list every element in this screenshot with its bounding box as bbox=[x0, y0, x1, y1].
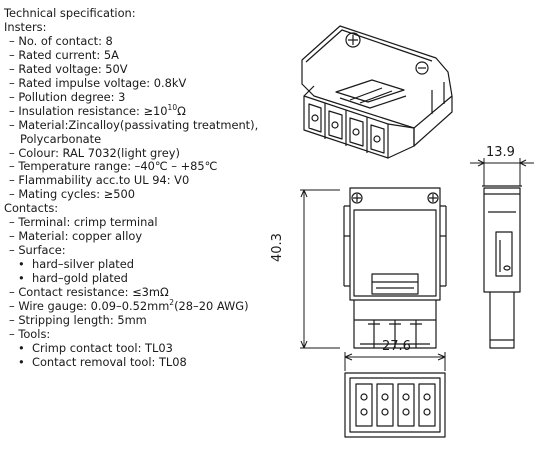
spec-title: Technical specification: bbox=[4, 6, 136, 20]
side-view bbox=[482, 185, 522, 349]
spec-item-text: – Terminal: crimp terminal bbox=[9, 215, 158, 230]
inserts-heading: Insters: bbox=[4, 19, 47, 34]
spec-item: – Flammability acc.to UL 94: V0 bbox=[4, 173, 286, 188]
spec-item-text: – Stripping length: 5mm bbox=[9, 312, 147, 327]
spec-item-superscript: 10 bbox=[167, 102, 178, 112]
specification-text: Technical specification: Insters: – No. … bbox=[4, 6, 286, 370]
spec-item: – Material:Zincalloy(passivating treatme… bbox=[4, 117, 286, 147]
bottom-view bbox=[344, 372, 446, 438]
spec-item: – No. of contact: 8 bbox=[4, 33, 286, 49]
spec-item-text: Contact removal tool: TL08 bbox=[32, 354, 187, 369]
spec-item: – Insulation resistance: ≥1010Ω bbox=[4, 102, 286, 119]
spec-item-text: hard–gold plated bbox=[32, 271, 128, 286]
contacts-list: – Terminal: crimp terminal– Material: co… bbox=[4, 215, 286, 370]
spec-item-text: – Insulation resistance: ≥10 bbox=[9, 103, 168, 118]
spec-item-text: – Surface: bbox=[9, 243, 66, 258]
spec-item-text: – Material:Zincalloy(passivating treatme… bbox=[9, 117, 259, 146]
front-view bbox=[343, 187, 447, 349]
spec-item: – Tools: bbox=[4, 326, 286, 342]
spec-item-text: – Pollution degree: 3 bbox=[9, 89, 126, 104]
dimension-depth: 13.9 bbox=[486, 145, 515, 160]
spec-item: – Surface: bbox=[4, 243, 286, 258]
spec-item: – Rated voltage: 50V bbox=[4, 61, 286, 77]
spec-item-text: – Tools: bbox=[9, 326, 51, 341]
spec-item: – Rated impulse voltage: 0.8kV bbox=[4, 75, 286, 91]
spec-item-text: Crimp contact tool: TL03 bbox=[32, 340, 173, 355]
spec-item: – Rated current: 5A bbox=[4, 47, 286, 63]
spec-item-text: – Wire gauge: 0.09–0.52mm bbox=[9, 299, 170, 314]
spec-item-text: – Contact resistance: ≤3mΩ bbox=[9, 285, 169, 300]
contacts-heading: Contacts: bbox=[4, 201, 59, 216]
inserts-list: – No. of contact: 8– Rated current: 5A– … bbox=[4, 33, 286, 202]
spec-item-text: – Rated impulse voltage: 0.8kV bbox=[9, 75, 187, 90]
spec-item-text: – Material: copper alloy bbox=[9, 229, 143, 244]
spec-item-text: – Temperature range: –40℃ – +85℃ bbox=[9, 159, 218, 174]
spec-item-text: – Rated voltage: 50V bbox=[9, 61, 128, 76]
spec-item-text: – No. of contact: 8 bbox=[9, 33, 113, 48]
spec-subitem: Crimp contact tool: TL03 bbox=[4, 340, 286, 356]
isometric-connector-view bbox=[301, 25, 453, 159]
spec-subitem: hard–gold plated bbox=[4, 271, 286, 286]
spec-item-text-suffix: (28–20 AWG) bbox=[174, 299, 249, 314]
spec-item: – Pollution degree: 3 bbox=[4, 89, 286, 105]
dimension-height: 40.3 bbox=[270, 233, 285, 262]
spec-item: – Mating cycles: ≥500 bbox=[4, 187, 286, 202]
spec-item: – Material: copper alloy bbox=[4, 229, 286, 244]
spec-item: – Contact resistance: ≤3mΩ bbox=[4, 285, 286, 300]
spec-item-text: – Rated current: 5A bbox=[9, 47, 119, 62]
spec-subitem: hard–silver plated bbox=[4, 257, 286, 272]
spec-item-text: – Colour: RAL 7032(light grey) bbox=[9, 145, 180, 160]
spec-item: – Wire gauge: 0.09–0.52mm2(28–20 AWG) bbox=[4, 298, 286, 314]
spec-item-text-suffix: Ω bbox=[177, 103, 186, 118]
spec-item: – Temperature range: –40℃ – +85℃ bbox=[4, 160, 286, 174]
spec-item: – Colour: RAL 7032(light grey) bbox=[4, 145, 286, 161]
spec-item-text: hard–silver plated bbox=[32, 257, 135, 272]
spec-subitem: Contact removal tool: TL08 bbox=[4, 354, 286, 370]
spec-item-text: – Mating cycles: ≥500 bbox=[9, 187, 135, 202]
spec-item: – Terminal: crimp terminal bbox=[4, 215, 286, 230]
dimension-width: 27.6 bbox=[382, 339, 411, 354]
spec-item: – Stripping length: 5mm bbox=[4, 312, 286, 328]
spec-item-superscript: 2 bbox=[169, 298, 175, 308]
spec-item-text: – Flammability acc.to UL 94: V0 bbox=[9, 173, 190, 188]
